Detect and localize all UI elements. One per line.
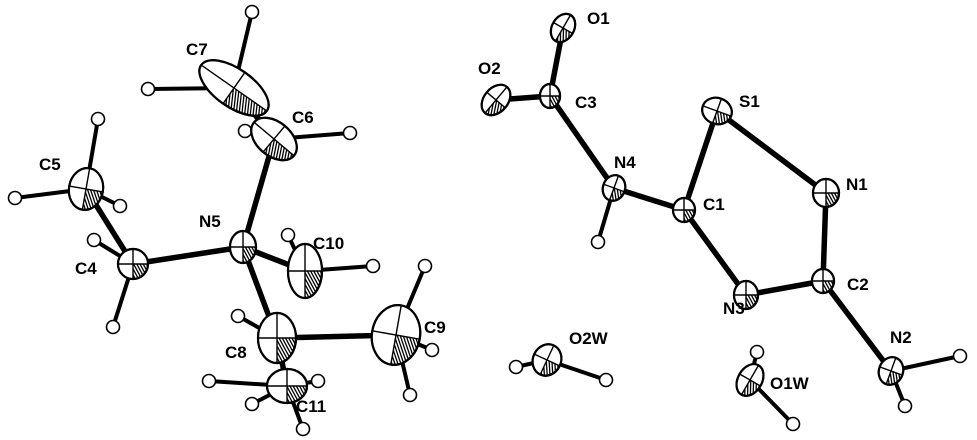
hydrogen-atom-3 — [342, 125, 358, 141]
atom-label-o1w: O1W — [770, 374, 810, 393]
atom-c7 — [190, 49, 278, 127]
bond-5 — [714, 108, 829, 196]
atom-label-c7: C7 — [186, 40, 208, 59]
hydrogen-atom-12 — [424, 342, 440, 358]
atom-n1 — [811, 177, 841, 209]
hydrogen-atom-5 — [7, 190, 23, 206]
hydrogen-atom-8 — [105, 319, 121, 335]
hydrogen-atom-13 — [402, 387, 418, 403]
hydrogen-atom-2 — [237, 123, 253, 139]
hydrogen-atom-4 — [90, 111, 106, 127]
atom-label-c8: C8 — [225, 343, 247, 362]
atom-hatching-n4 — [599, 172, 629, 204]
hydrogen-atom-22 — [508, 359, 524, 375]
atom-n3 — [732, 279, 760, 311]
hydrogen-atom-15 — [201, 373, 217, 389]
hydrogen-atom-19 — [590, 234, 606, 250]
hydrogen-atom-23 — [598, 372, 614, 388]
hydrogen-atom-1 — [140, 81, 156, 97]
atom-label-n2: N2 — [890, 328, 912, 347]
hydrogen-atom-20 — [952, 348, 968, 364]
hydrogen-atom-6 — [112, 198, 128, 214]
atom-label-n1: N1 — [846, 175, 868, 194]
atom-label-c6: C6 — [292, 108, 314, 127]
atom-c2 — [810, 267, 836, 295]
hydrogen-atom-9 — [280, 227, 296, 243]
hydrogen-atom-16 — [295, 421, 311, 437]
hydrogen-atom-10 — [365, 258, 381, 274]
hydrogen-atom-21 — [897, 398, 913, 414]
hydrogen-atom-25 — [785, 416, 801, 432]
atom-label-o1: O1 — [587, 9, 610, 28]
atom-o2 — [475, 79, 517, 121]
atom-label-n5: N5 — [199, 212, 221, 231]
atom-label-s1: S1 — [739, 92, 760, 111]
bond-2 — [547, 93, 617, 191]
atom-label-o2w: O2W — [569, 329, 609, 348]
atom-c3 — [538, 82, 562, 110]
atom-label-c11: C11 — [296, 397, 326, 416]
atom-label-c3: C3 — [575, 93, 597, 112]
atom-label-c10: C10 — [313, 234, 344, 253]
bond-4 — [681, 108, 720, 213]
bond-9 — [820, 278, 894, 374]
bond-12 — [130, 244, 246, 267]
hydrogen-atom-7 — [86, 232, 102, 248]
bond-3 — [611, 185, 687, 213]
atom-c4 — [116, 247, 150, 281]
atom-label-c5: C5 — [39, 155, 61, 174]
hydrogen-atom-11 — [417, 258, 433, 274]
hydrogen-atom-0 — [244, 4, 260, 20]
hydrogen-atom-14 — [230, 308, 246, 324]
atom-n4 — [599, 172, 629, 204]
hydrogen-atom-layer — [7, 4, 968, 437]
atom-c1 — [671, 196, 697, 224]
bond-8 — [681, 207, 749, 298]
hydrogen-atom-17 — [310, 373, 326, 389]
atom-label-c4: C4 — [75, 259, 97, 278]
atom-c11 — [265, 367, 309, 405]
hydrogen-atom-24 — [749, 344, 765, 360]
hydrogen-atom-18 — [244, 396, 260, 412]
atom-label-n4: N4 — [614, 153, 636, 172]
atom-label-n3: N3 — [723, 299, 745, 318]
atom-label-c9: C9 — [424, 318, 446, 337]
atom-label-c2: C2 — [847, 275, 869, 294]
atom-label-o2: O2 — [478, 59, 501, 78]
atom-label-c1: C1 — [703, 195, 725, 214]
